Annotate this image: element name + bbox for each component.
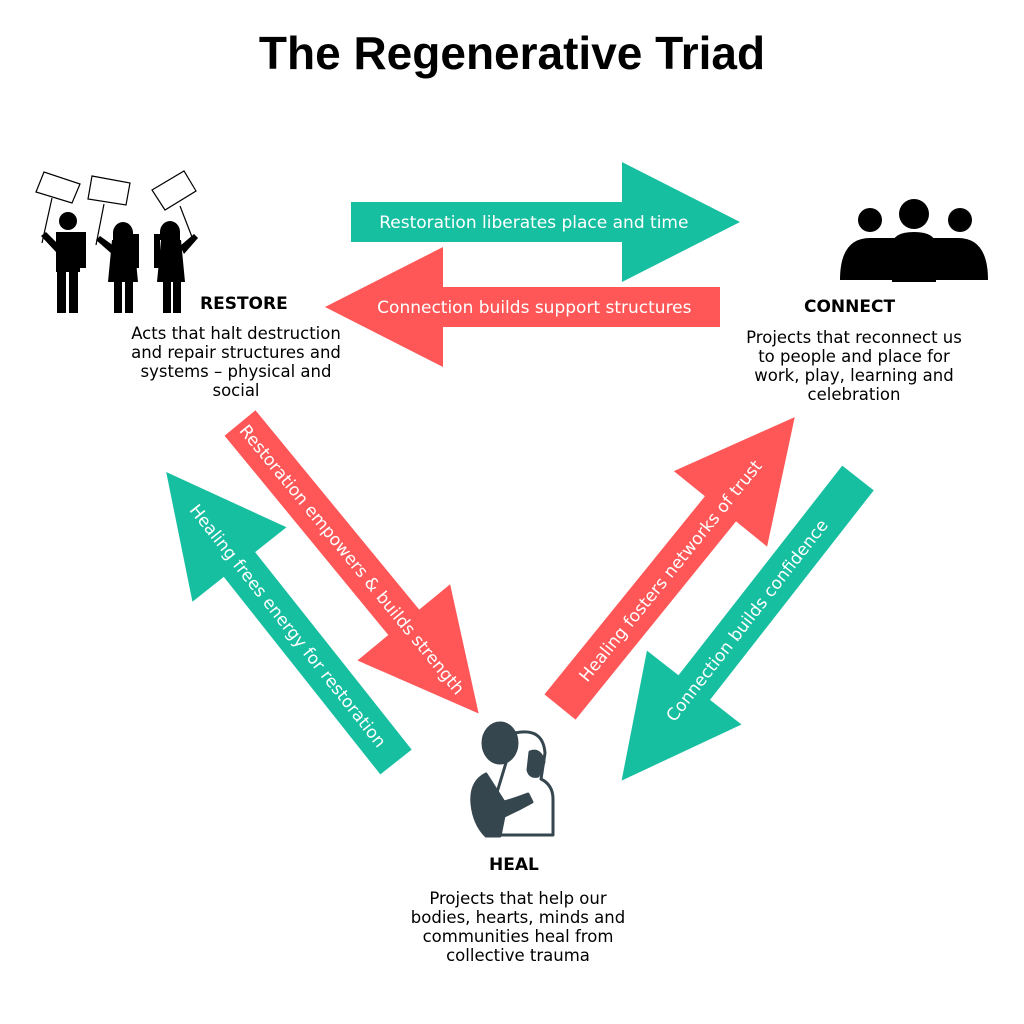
arrow-shape: [325, 247, 720, 367]
heal-title: HEAL: [489, 855, 539, 875]
arrow-shape: [351, 162, 740, 282]
diagram-title: The Regenerative Triad: [258, 27, 766, 79]
arrow-label: Restoration liberates place and time: [379, 213, 688, 233]
connect-description: Projects that reconnect us to people and…: [746, 328, 962, 404]
arrow-label: Restoration empowers & builds strength: [235, 421, 468, 699]
arrow-shape: [544, 417, 795, 720]
hug-icon: [470, 721, 555, 838]
arrow-connect-to-restore: Connection builds support structures: [325, 247, 720, 367]
restore-description: Acts that halt destruction and repair st…: [131, 324, 341, 400]
heal-description: Projects that help our bodies, hearts, m…: [410, 889, 626, 965]
restore-title: RESTORE: [200, 294, 288, 314]
arrow-restore-to-connect: Restoration liberates place and time: [351, 162, 740, 282]
group-of-people-icon: [840, 199, 988, 282]
protesters-with-signs-icon: [35, 170, 198, 313]
arrow-shape: [166, 472, 412, 775]
arrow-shape: [621, 465, 874, 781]
arrow-shape: [224, 410, 479, 714]
arrow-label: Connection builds support structures: [377, 298, 691, 318]
connect-title: CONNECT: [804, 297, 896, 317]
